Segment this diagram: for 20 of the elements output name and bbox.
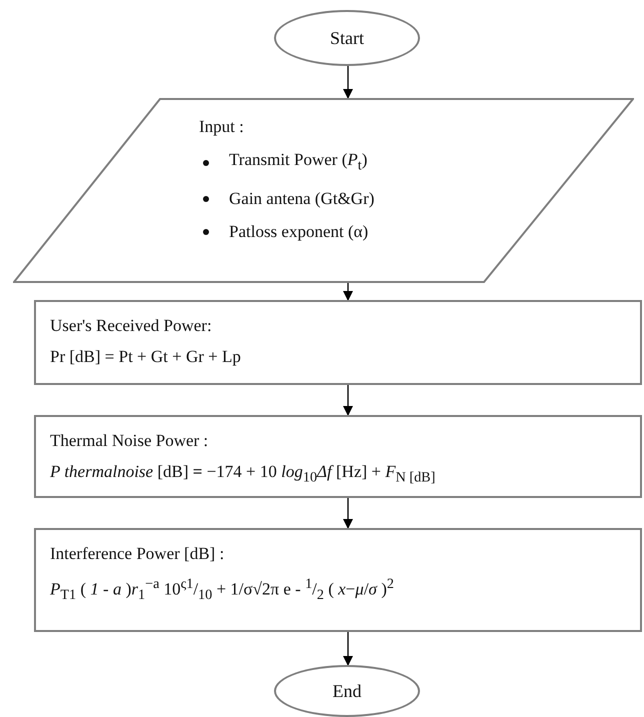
arrow [343, 498, 353, 529]
list-item: Transmit Power (P$_{t}$) [229, 149, 368, 176]
formula-text: Pr [dB] = Pt + Gt + Gr + Lp [50, 346, 242, 368]
arrow [343, 385, 353, 416]
process-box [34, 415, 642, 498]
box-heading: Interference Power [dB] : [50, 543, 226, 565]
process-box [34, 528, 642, 632]
box-heading: Thermal Noise Power : [50, 430, 210, 452]
formula-text: P thermalnoise [dB] = −174 + 10 log$_{10}$Δf [Hz] + F$_{N [dB]}$ [50, 461, 436, 488]
process-box [34, 300, 642, 385]
box-heading: User's Received Power: [50, 315, 213, 337]
terminal-label: End [332, 680, 362, 702]
formula-text: P$_{T1}$ ( 1 - a )r$_{1}$$^{−a}$ 10$^{ς1}$/$_{10}$ + 1/σ√2π e - $^{1}$/$_{2}$ ( x−μ/σ )$^{2}$ [50, 575, 395, 606]
list-item: Gain antena (Gt&Gr) [229, 188, 374, 210]
arrow [343, 66, 353, 99]
terminal-label: Start [330, 28, 364, 48]
box-heading: Input : [199, 116, 245, 138]
arrow [343, 283, 353, 301]
list-item: Patloss exponent (α) [229, 221, 368, 244]
arrow [343, 632, 353, 666]
